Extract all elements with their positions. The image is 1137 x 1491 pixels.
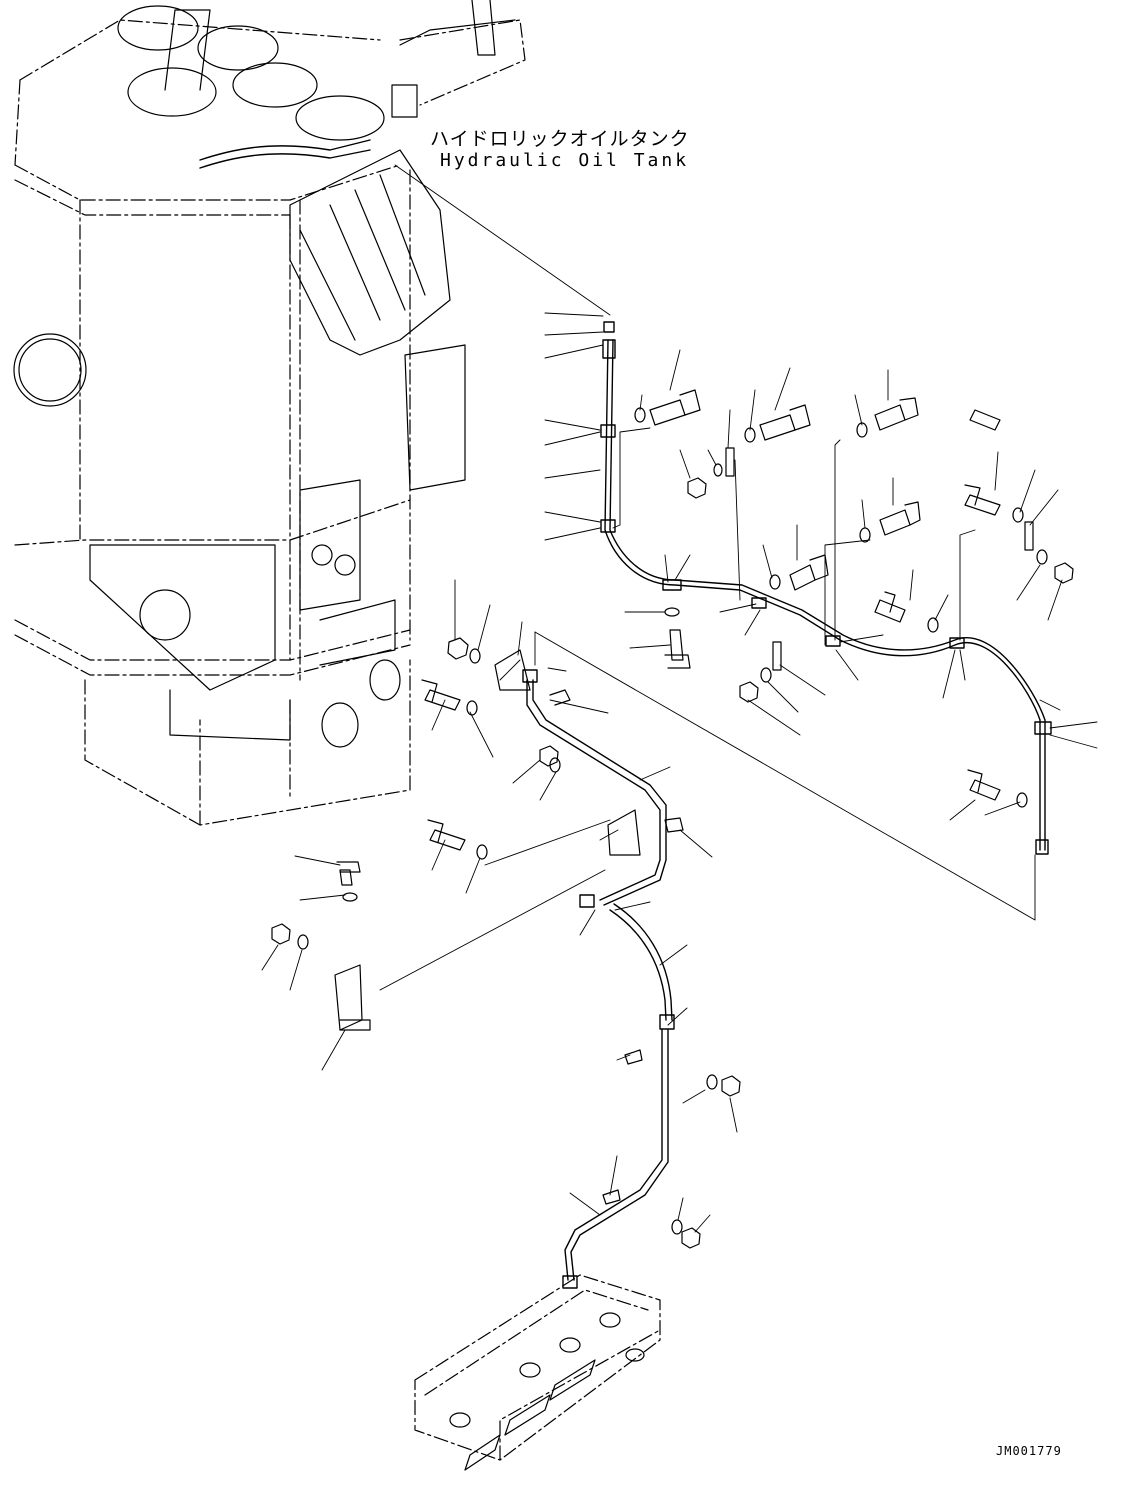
figure-code: JM001779 — [996, 1444, 1062, 1458]
callout-leaders — [261, 312, 1098, 1233]
inspection-cover — [13, 333, 87, 407]
clamps — [334, 447, 1034, 1205]
upper-hose-assembly — [600, 321, 1052, 855]
tank-return-hose — [199, 139, 371, 169]
bracket-leaders — [612, 427, 1061, 711]
diagram-title-english: Hydraulic Oil Tank — [440, 150, 690, 171]
tank-top-covers — [117, 0, 516, 141]
tank-guard — [89, 149, 466, 748]
lower-pipe-assembly — [522, 669, 675, 1289]
fastener-bolts — [336, 389, 1001, 886]
control-valve — [414, 1274, 661, 1461]
connector-lines — [379, 164, 1036, 991]
fastener-nuts — [271, 477, 1074, 1249]
diagram-title-japanese: ハイドロリックオイルタンク — [430, 128, 690, 150]
valve-details — [449, 1312, 645, 1471]
